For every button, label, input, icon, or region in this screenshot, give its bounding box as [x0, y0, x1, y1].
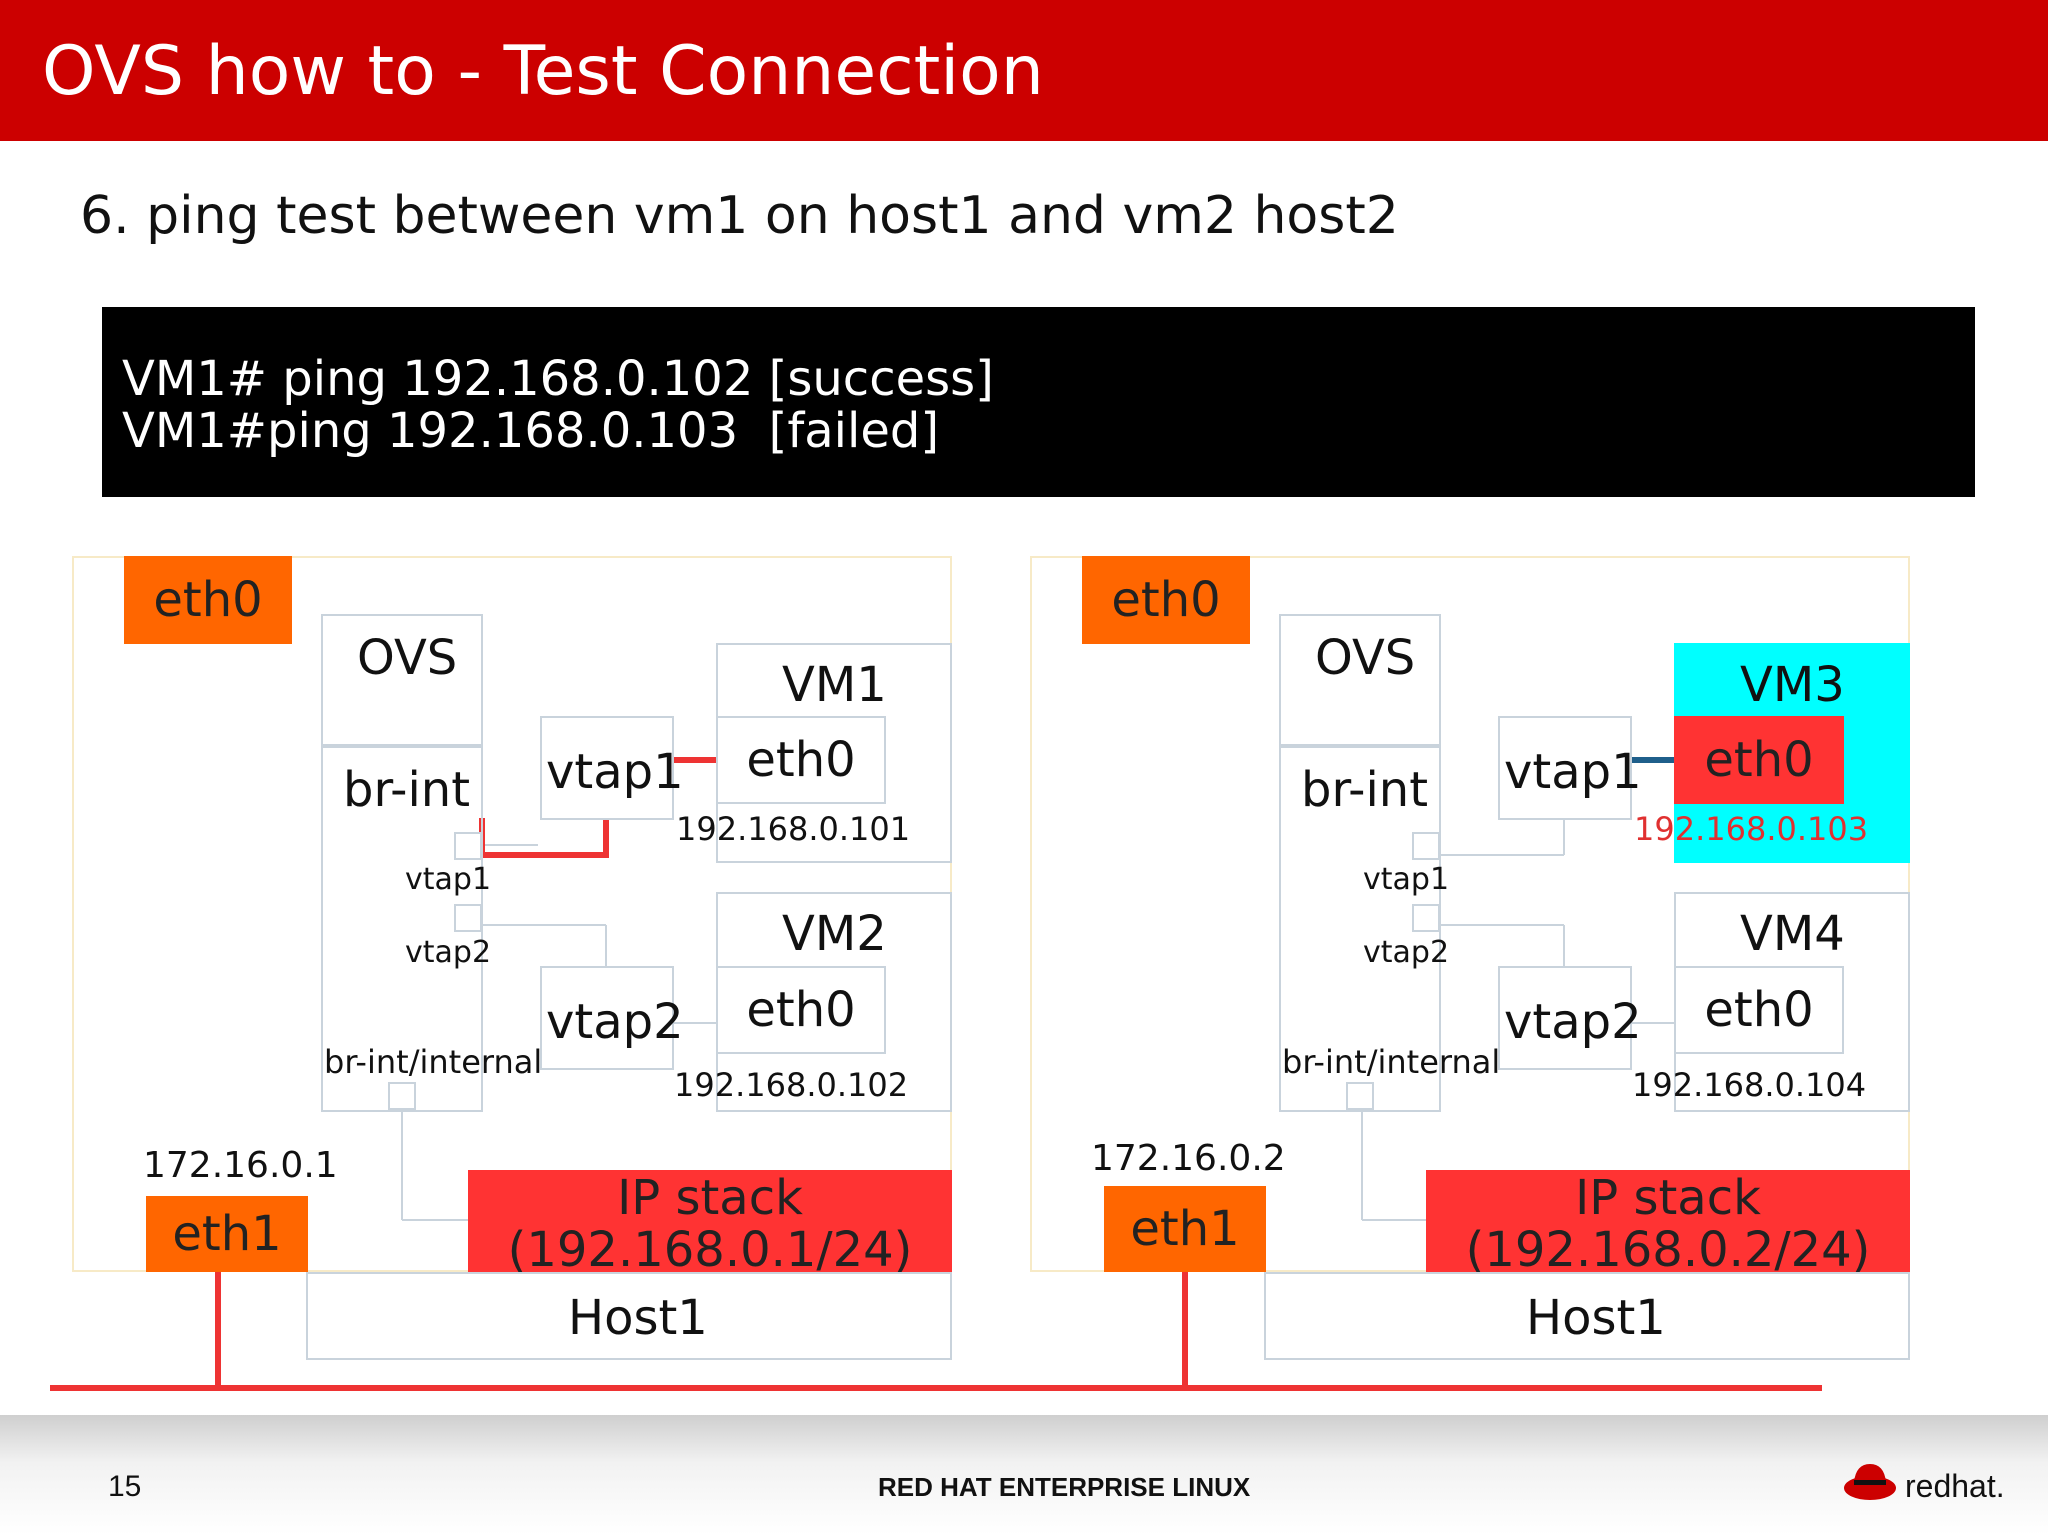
- host2-ip-stack-title: IP stack: [1575, 1170, 1761, 1226]
- host2-vm3-label: VM3: [1740, 657, 1845, 713]
- host1-vm1-eth0: eth0: [716, 716, 886, 804]
- host2-host-label: Host1: [1526, 1290, 1666, 1346]
- redhat-shadowman-icon: [1842, 1458, 1898, 1508]
- host1-eth0: eth0: [124, 556, 292, 644]
- host1-vm1-label: VM1: [782, 657, 887, 713]
- host2-ip-stack-subnet: (192.168.0.2/24): [1465, 1222, 1871, 1278]
- host2-br-int-internal-label: br-int/internal: [1282, 1043, 1501, 1081]
- page-title: OVS how to - Test Connection: [42, 32, 1044, 111]
- footer-bar: [0, 1415, 2048, 1535]
- host2-vtap2-box: vtap2: [1498, 966, 1642, 1070]
- host1-ip-stack: IP stack (192.168.0.1/24): [468, 1170, 952, 1276]
- host1-ovs-box: OVS: [321, 614, 483, 746]
- host2-vm3-eth0: eth0: [1674, 716, 1844, 804]
- host1-vm2-ip: 192.168.0.102: [674, 1066, 909, 1104]
- host2-vtap2-label: vtap2: [1504, 994, 1642, 1050]
- host1-ovs-label: OVS: [357, 630, 458, 686]
- host1-mgmt-ip: 172.16.0.1: [143, 1145, 338, 1186]
- host2-ip-stack: IP stack (192.168.0.2/24): [1426, 1170, 1910, 1276]
- host1-vtap2-box: vtap2: [540, 966, 684, 1070]
- host1-host-box: Host1: [306, 1272, 952, 1360]
- host1-internal-port: [388, 1082, 416, 1110]
- host1-vm2-eth0: eth0: [716, 966, 886, 1054]
- host2-ovs-box: OVS: [1279, 614, 1441, 746]
- host2-internal-port: [1346, 1082, 1374, 1110]
- host1-br-port-vtap1: [454, 832, 482, 860]
- header-bar: [0, 0, 2048, 141]
- host2-vm3-ip: 192.168.0.103: [1634, 810, 1869, 848]
- redhat-logo-text: redhat.: [1905, 1468, 2005, 1504]
- host1-port-vtap2-label: vtap2: [405, 935, 492, 970]
- host2-eth0: eth0: [1082, 556, 1250, 644]
- host2-vtap1-box: vtap1: [1498, 716, 1642, 820]
- host1-br-int: br-int: [321, 746, 483, 1112]
- host1-host-label: Host1: [568, 1290, 708, 1346]
- host1-ip-stack-subnet: (192.168.0.1/24): [507, 1222, 913, 1278]
- host1-vm1-box: VM1: [716, 643, 952, 863]
- host1-ip-stack-title: IP stack: [617, 1170, 803, 1226]
- host2-br-int: br-int: [1279, 746, 1441, 1112]
- host1-vtap1-box: vtap1: [540, 716, 684, 820]
- footer-product-name: RED HAT ENTERPRISE LINUX: [878, 1472, 1251, 1502]
- page-number: 15: [108, 1470, 142, 1503]
- host2-vm4-eth0: eth0: [1674, 966, 1844, 1054]
- host1-br-int-label: br-int: [343, 762, 471, 818]
- host2-vm4-ip: 192.168.0.104: [1632, 1066, 1867, 1104]
- terminal-line-2: VM1#ping 192.168.0.103 [failed]: [122, 403, 940, 459]
- host2-br-port-vtap2: [1412, 904, 1440, 932]
- host1-vtap1-label: vtap1: [546, 744, 684, 800]
- host2-vm4-label: VM4: [1740, 906, 1845, 962]
- host1-br-port-vtap2: [454, 904, 482, 932]
- host2-eth1: eth1: [1104, 1186, 1266, 1272]
- host1-port-vtap1-label: vtap1: [405, 862, 492, 897]
- host1-vtap2-label: vtap2: [546, 994, 684, 1050]
- host2-port-vtap2-label: vtap2: [1363, 935, 1450, 970]
- host2-vtap1-label: vtap1: [1504, 744, 1642, 800]
- host2-mgmt-ip: 172.16.0.2: [1091, 1138, 1286, 1179]
- host2-port-vtap1-label: vtap1: [1363, 862, 1450, 897]
- host1-vm1-ip: 192.168.0.101: [676, 810, 911, 848]
- host2-vm4-box: VM4: [1674, 892, 1910, 1112]
- host2-ovs-label: OVS: [1315, 630, 1416, 686]
- terminal-block: VM1# ping 192.168.0.102 [success] VM1#pi…: [102, 307, 1975, 497]
- host1-br-int-internal-label: br-int/internal: [324, 1043, 543, 1081]
- host2-br-port-vtap1: [1412, 832, 1440, 860]
- host1-vm2-label: VM2: [782, 906, 887, 962]
- terminal-line-1: VM1# ping 192.168.0.102 [success]: [122, 351, 994, 407]
- slide-subtitle: 6. ping test between vm1 on host1 and vm…: [80, 186, 1399, 246]
- host1-eth1: eth1: [146, 1196, 308, 1272]
- host2-br-int-label: br-int: [1301, 762, 1429, 818]
- host2-host-box: Host1: [1264, 1272, 1910, 1360]
